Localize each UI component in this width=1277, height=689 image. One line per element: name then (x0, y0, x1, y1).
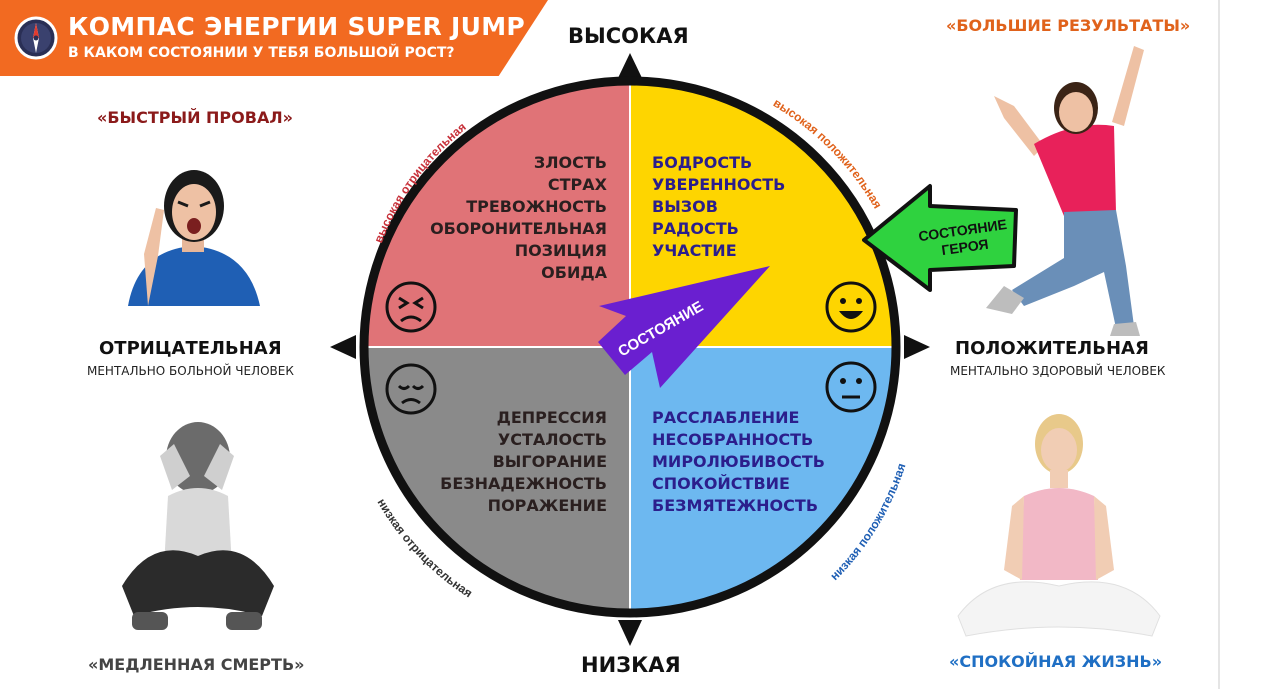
page-title: КОМПАС ЭНЕРГИИ SUPER JUMP (68, 12, 525, 41)
quote-fast-failure: «БЫСТРЫЙ ПРОВАЛ» (97, 108, 293, 127)
word-item: ВЫЗОВ (652, 197, 718, 216)
angry-woman-image (128, 170, 260, 306)
meditating-woman-image (957, 414, 1161, 637)
word-item: БЕЗНАДЕЖНОСТЬ (440, 474, 607, 493)
word-item: ОБОРОНИТЕЛЬНАЯ (430, 219, 607, 238)
axis-label-negative: ОТРИЦАТЕЛЬНАЯ (99, 338, 282, 359)
frame-divider (1218, 0, 1220, 689)
word-item: УВЕРЕННОСТЬ (652, 175, 786, 194)
word-item: БОДРОСТЬ (652, 153, 753, 172)
quote-calm-life: «СПОКОЙНАЯ ЖИЗНЬ» (949, 652, 1163, 671)
compass-icon (14, 16, 58, 60)
word-item: ПОРАЖЕНИЕ (487, 496, 607, 515)
words-low-negative: ДЕПРЕССИЯ УСТАЛОСТЬ ВЫГОРАНИЕ БЕЗНАДЕЖНО… (440, 407, 607, 517)
axis-left-arrow (330, 335, 356, 359)
word-item: НЕСОБРАННОСТЬ (652, 430, 814, 449)
hero-arrow-line2: ГЕРОЯ (940, 236, 989, 258)
word-item: МИРОЛЮБИВОСТЬ (652, 452, 825, 471)
compass-ring (359, 76, 901, 618)
word-item: РАДОСТЬ (652, 219, 739, 238)
words-low-positive: РАССЛАБЛЕНИЕ НЕСОБРАННОСТЬ МИРОЛЮБИВОСТЬ… (652, 407, 825, 517)
axis-bottom-arrow (618, 620, 642, 646)
quote-slow-death: «МЕДЛЕННАЯ СМЕРТЬ» (88, 655, 305, 674)
word-item: ДЕПРЕССИЯ (496, 408, 607, 427)
quote-big-results: «БОЛЬШИЕ РЕЗУЛЬТАТЫ» (946, 16, 1191, 35)
state-pointer: СОСТОЯНИЕ (598, 266, 770, 388)
header-banner (0, 0, 548, 76)
word-item: БЕЗМЯТЕЖНОСТЬ (652, 496, 819, 515)
words-high-negative: ЗЛОСТЬ СТРАХ ТРЕВОЖНОСТЬ ОБОРОНИТЕЛЬНАЯ … (430, 152, 607, 284)
sad-woman-image (122, 422, 274, 630)
word-item: ЗЛОСТЬ (533, 153, 607, 172)
axis-right-arrow (904, 335, 930, 359)
word-item: СПОКОЙСТВИЕ (652, 474, 790, 493)
word-item: УЧАСТИЕ (652, 241, 737, 260)
neutral-face-icon (825, 361, 877, 413)
energy-compass: высокая отрицательная высокая положитель… (330, 53, 930, 646)
word-item: УСТАЛОСТЬ (497, 430, 607, 449)
axis-sub-negative: МЕНТАЛЬНО БОЛЬНОЙ ЧЕЛОВЕК (87, 364, 294, 378)
word-item: ПОЗИЦИЯ (514, 241, 607, 260)
axis-label-positive: ПОЛОЖИТЕЛЬНАЯ (955, 338, 1149, 359)
axis-top-arrow (618, 53, 642, 78)
words-high-positive: БОДРОСТЬ УВЕРЕННОСТЬ ВЫЗОВ РАДОСТЬ УЧАСТ… (652, 152, 785, 262)
word-item: ОБИДА (541, 263, 607, 282)
page-subtitle: В КАКОМ СОСТОЯНИИ У ТЕБЯ БОЛЬШОЙ РОСТ? (68, 45, 455, 61)
axis-label-high: ВЫСОКАЯ (568, 24, 689, 48)
angry-face-icon (385, 281, 437, 333)
word-item: ВЫГОРАНИЕ (492, 452, 607, 471)
axis-sub-positive: МЕНТАЛЬНО ЗДОРОВЫЙ ЧЕЛОВЕК (950, 364, 1166, 378)
jumping-woman-image (986, 46, 1144, 336)
axis-label-low: НИЗКАЯ (581, 653, 681, 677)
hero-state-arrow: СОСТОЯНИЕ ГЕРОЯ (862, 184, 1018, 292)
word-item: СТРАХ (547, 175, 607, 194)
happy-face-icon (825, 281, 877, 333)
word-item: ТРЕВОЖНОСТЬ (466, 197, 607, 216)
word-item: РАССЛАБЛЕНИЕ (652, 408, 800, 427)
sad-face-icon (385, 363, 437, 415)
